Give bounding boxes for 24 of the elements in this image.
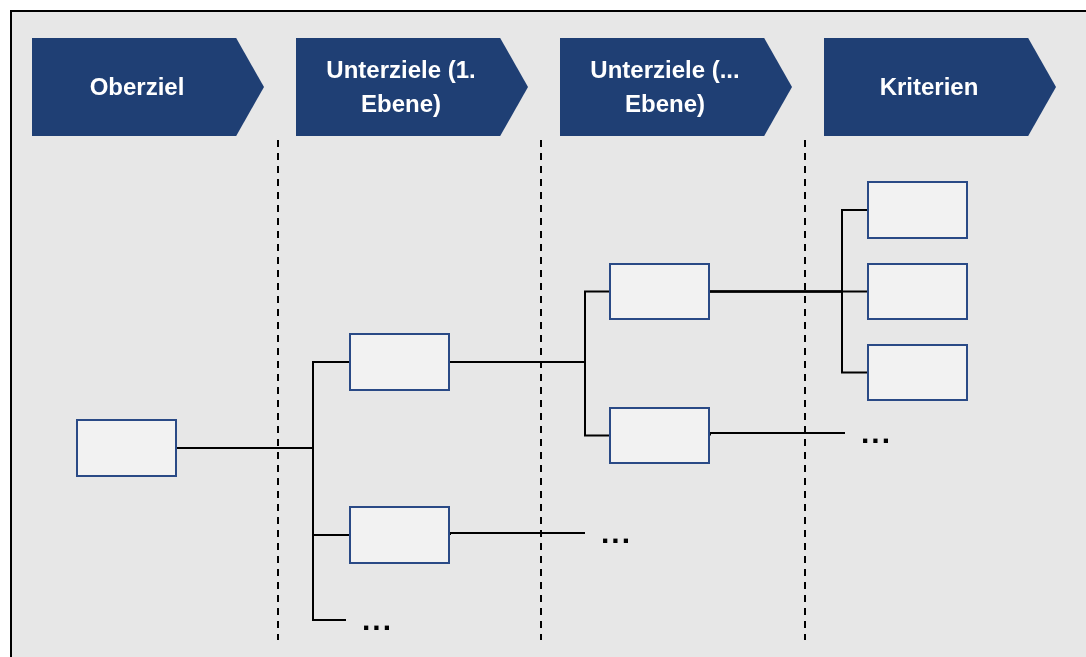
empty-box [76,419,177,477]
connector-line [709,432,846,437]
empty-box [867,344,968,401]
header-text: Unterziele (1. Ebene) [326,55,476,119]
header-text: Kriterien [879,72,979,103]
ellipsis-text: ... [601,518,632,548]
ellipsis-text: ... [861,418,892,448]
header-text: Unterziele (... Ebene) [590,55,740,119]
empty-box [867,263,968,320]
empty-box [349,506,450,564]
ellipsis-text: ... [362,605,393,635]
empty-box [867,181,968,239]
header-text: Oberziel [89,72,185,103]
empty-box [349,333,450,391]
connector-line [176,447,347,621]
chevron-header [32,38,264,136]
empty-box [609,407,710,464]
empty-box [609,263,710,320]
chevron-header [296,38,528,136]
chevron-header [824,38,1056,136]
connector-line [449,361,610,437]
chevron-header [560,38,792,136]
connector-line [709,290,868,374]
connector-line [449,532,586,536]
